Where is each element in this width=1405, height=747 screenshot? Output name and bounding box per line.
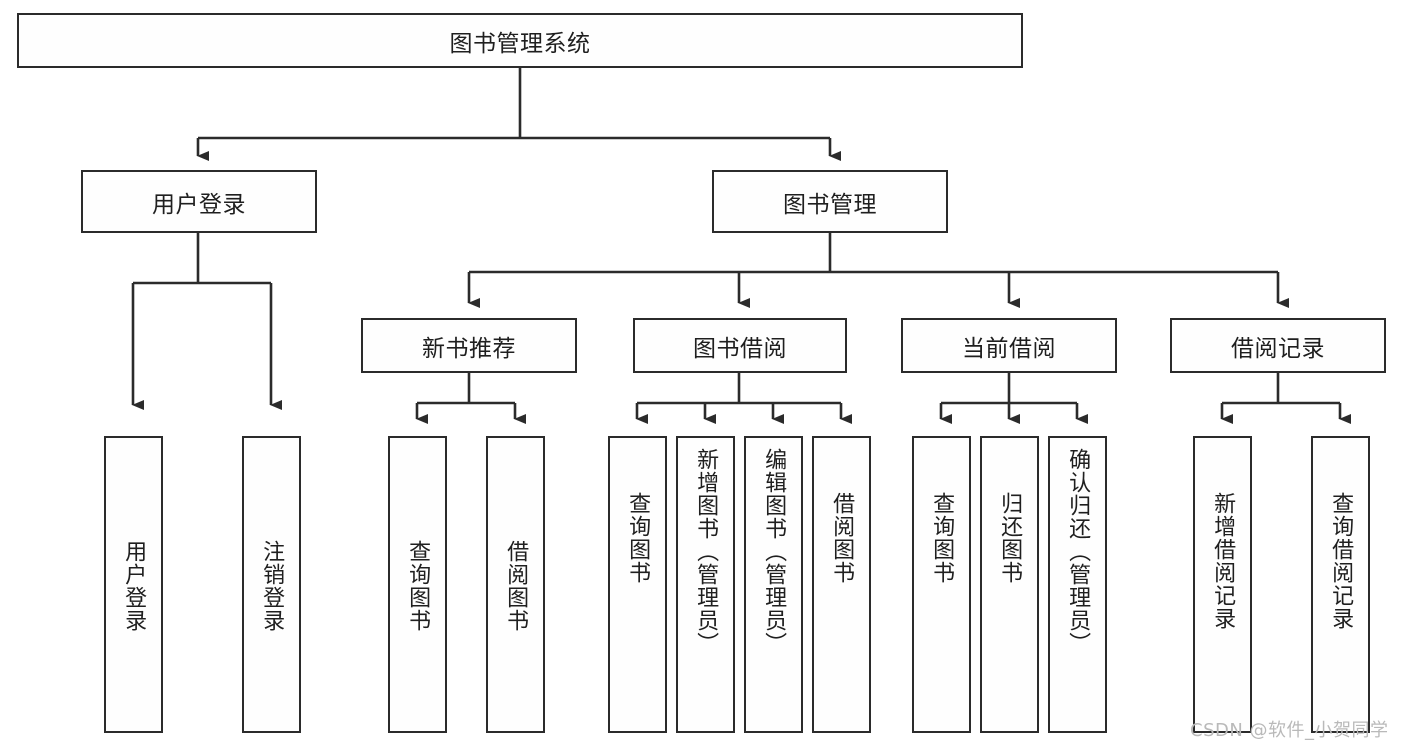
node-label: 新增图书（管理员）: [693, 448, 719, 655]
leaf-confirm-return-admin[interactable]: 确认归还（管理员）: [1048, 436, 1107, 733]
node-label: 用户登录: [152, 191, 246, 218]
node-label: 查询图书: [929, 492, 955, 584]
node-label: 图书管理: [783, 191, 877, 218]
node-label: 查询借阅记录: [1328, 492, 1354, 630]
node-new-book-recommend[interactable]: 新书推荐: [361, 318, 577, 373]
leaf-borrow-book[interactable]: 借阅图书: [812, 436, 871, 733]
node-root[interactable]: 图书管理系统: [17, 13, 1023, 68]
node-label: 注销登录: [259, 540, 285, 632]
leaf-logout[interactable]: 注销登录: [242, 436, 301, 733]
node-user-login[interactable]: 用户登录: [81, 170, 317, 233]
node-label: 归还图书: [997, 492, 1023, 584]
node-borrow-record[interactable]: 借阅记录: [1170, 318, 1386, 373]
leaf-return-book[interactable]: 归还图书: [980, 436, 1039, 733]
node-label: 当前借阅: [962, 335, 1056, 362]
node-book-borrow[interactable]: 图书借阅: [633, 318, 847, 373]
leaf-edit-book-admin[interactable]: 编辑图书（管理员）: [744, 436, 803, 733]
node-label: 借阅图书: [829, 492, 855, 584]
leaf-borrow-book-recommend[interactable]: 借阅图书: [486, 436, 545, 733]
leaf-add-book-admin[interactable]: 新增图书（管理员）: [676, 436, 735, 733]
node-label: 图书借阅: [693, 335, 787, 362]
node-book-management[interactable]: 图书管理: [712, 170, 948, 233]
node-label: 借阅记录: [1231, 335, 1325, 362]
node-current-borrow[interactable]: 当前借阅: [901, 318, 1117, 373]
leaf-query-book-borrow[interactable]: 查询图书: [608, 436, 667, 733]
node-label: 借阅图书: [503, 540, 529, 632]
leaf-add-borrow-record[interactable]: 新增借阅记录: [1193, 436, 1252, 733]
node-label: 用户登录: [121, 540, 147, 632]
leaf-query-book-recommend[interactable]: 查询图书: [388, 436, 447, 733]
node-label: 新书推荐: [422, 335, 516, 362]
node-label: 图书管理系统: [449, 30, 591, 57]
csdn-watermark: CSDN @软件_小贺同学: [1190, 720, 1389, 741]
node-label: 编辑图书（管理员）: [761, 448, 787, 655]
leaf-query-borrow-record[interactable]: 查询借阅记录: [1311, 436, 1370, 733]
node-label: 查询图书: [625, 492, 651, 584]
node-label: 查询图书: [405, 540, 431, 632]
leaf-user-login[interactable]: 用户登录: [104, 436, 163, 733]
leaf-query-book-current[interactable]: 查询图书: [912, 436, 971, 733]
node-label: 确认归还（管理员）: [1065, 448, 1091, 655]
node-label: 新增借阅记录: [1210, 492, 1236, 630]
